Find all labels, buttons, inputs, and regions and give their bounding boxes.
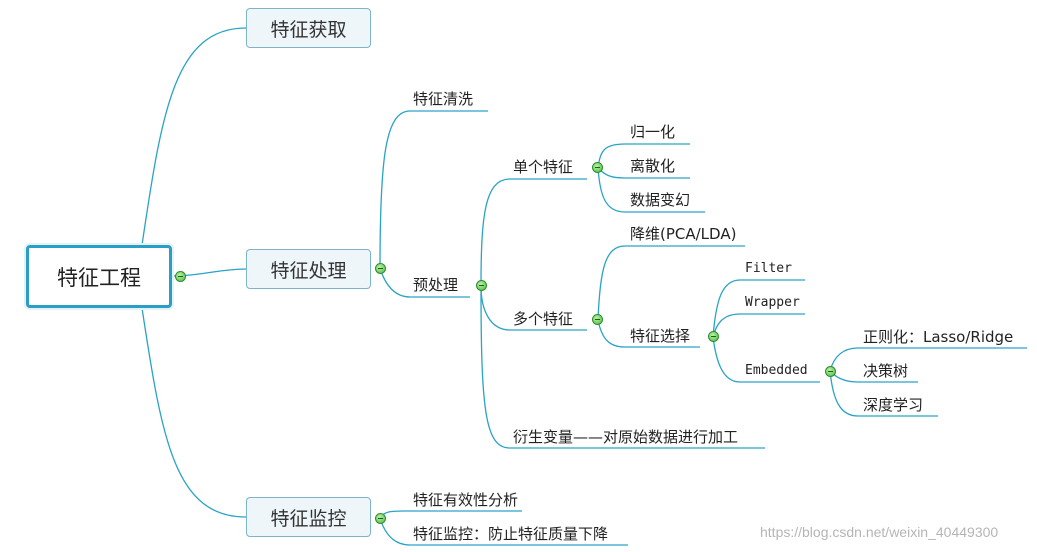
- link-sel-embedded: [712, 336, 820, 383]
- link-root-monitoring: [141, 307, 247, 518]
- node-preprocessing[interactable]: 预处理: [413, 276, 459, 294]
- branch-processing[interactable]: 特征处理: [246, 249, 371, 289]
- link-multi-selection: [597, 319, 700, 348]
- selection-collapse-toggle-icon[interactable]: [708, 331, 719, 342]
- root-node[interactable]: 特征工程: [26, 245, 172, 308]
- watermark: https://blog.csdn.net/weixin_40449300: [760, 524, 999, 540]
- embedded-collapse-toggle-icon[interactable]: [825, 366, 836, 377]
- multiple-feature-collapse-toggle-icon[interactable]: [592, 314, 603, 325]
- node-wrapper[interactable]: Wrapper: [745, 295, 800, 310]
- link-single-transform: [597, 167, 705, 213]
- node-embedded[interactable]: Embedded: [745, 363, 808, 378]
- node-feature-selection[interactable]: 特征选择: [630, 327, 691, 345]
- link-emb-regularize: [829, 347, 1027, 372]
- node-multiple-feature[interactable]: 多个特征: [513, 310, 574, 328]
- link-mon-validity: [379, 510, 522, 519]
- node-filter[interactable]: Filter: [745, 261, 792, 276]
- branch-processing-label: 特征处理: [270, 259, 347, 282]
- preprocessing-collapse-toggle-icon[interactable]: [476, 280, 487, 291]
- link-sel-filter: [712, 279, 805, 338]
- link-multi-dimred: [597, 245, 745, 321]
- node-dim-reduction[interactable]: 降维(PCA/LDA): [630, 225, 737, 243]
- link-pre-single: [480, 178, 587, 287]
- link-processing-cleaning: [379, 110, 488, 269]
- node-normalize[interactable]: 归一化: [630, 123, 676, 141]
- node-discretize[interactable]: 离散化: [630, 157, 676, 175]
- node-quality-monitoring[interactable]: 特征监控：防止特征质量下降: [413, 525, 609, 543]
- branch-acquisition-label: 特征获取: [270, 18, 347, 41]
- link-pre-derived: [480, 285, 765, 449]
- root-node-label: 特征工程: [57, 265, 141, 290]
- node-decision-tree[interactable]: 决策树: [863, 362, 909, 380]
- branch-monitoring-label: 特征监控: [270, 507, 347, 530]
- branch-monitoring[interactable]: 特征监控: [246, 497, 371, 537]
- node-derived-variables[interactable]: 衍生变量——对原始数据进行加工: [513, 428, 739, 446]
- node-transform[interactable]: 数据变幻: [630, 191, 691, 209]
- link-emb-deep: [829, 370, 938, 417]
- branch-acquisition[interactable]: 特征获取: [246, 8, 371, 48]
- monitoring-collapse-toggle-icon[interactable]: [375, 513, 386, 524]
- processing-collapse-toggle-icon[interactable]: [375, 263, 386, 274]
- node-single-feature[interactable]: 单个特征: [513, 158, 574, 176]
- root-collapse-toggle-icon[interactable]: [175, 271, 186, 282]
- single-feature-collapse-toggle-icon[interactable]: [592, 162, 603, 173]
- node-regularization[interactable]: 正则化：Lasso/Ridge: [863, 328, 1014, 346]
- link-sel-wrapper: [712, 313, 805, 338]
- link-root-acquisition: [141, 27, 247, 246]
- node-deep-learning[interactable]: 深度学习: [863, 396, 924, 414]
- node-validity-analysis[interactable]: 特征有效性分析: [413, 491, 519, 509]
- node-cleaning[interactable]: 特征清洗: [413, 90, 474, 108]
